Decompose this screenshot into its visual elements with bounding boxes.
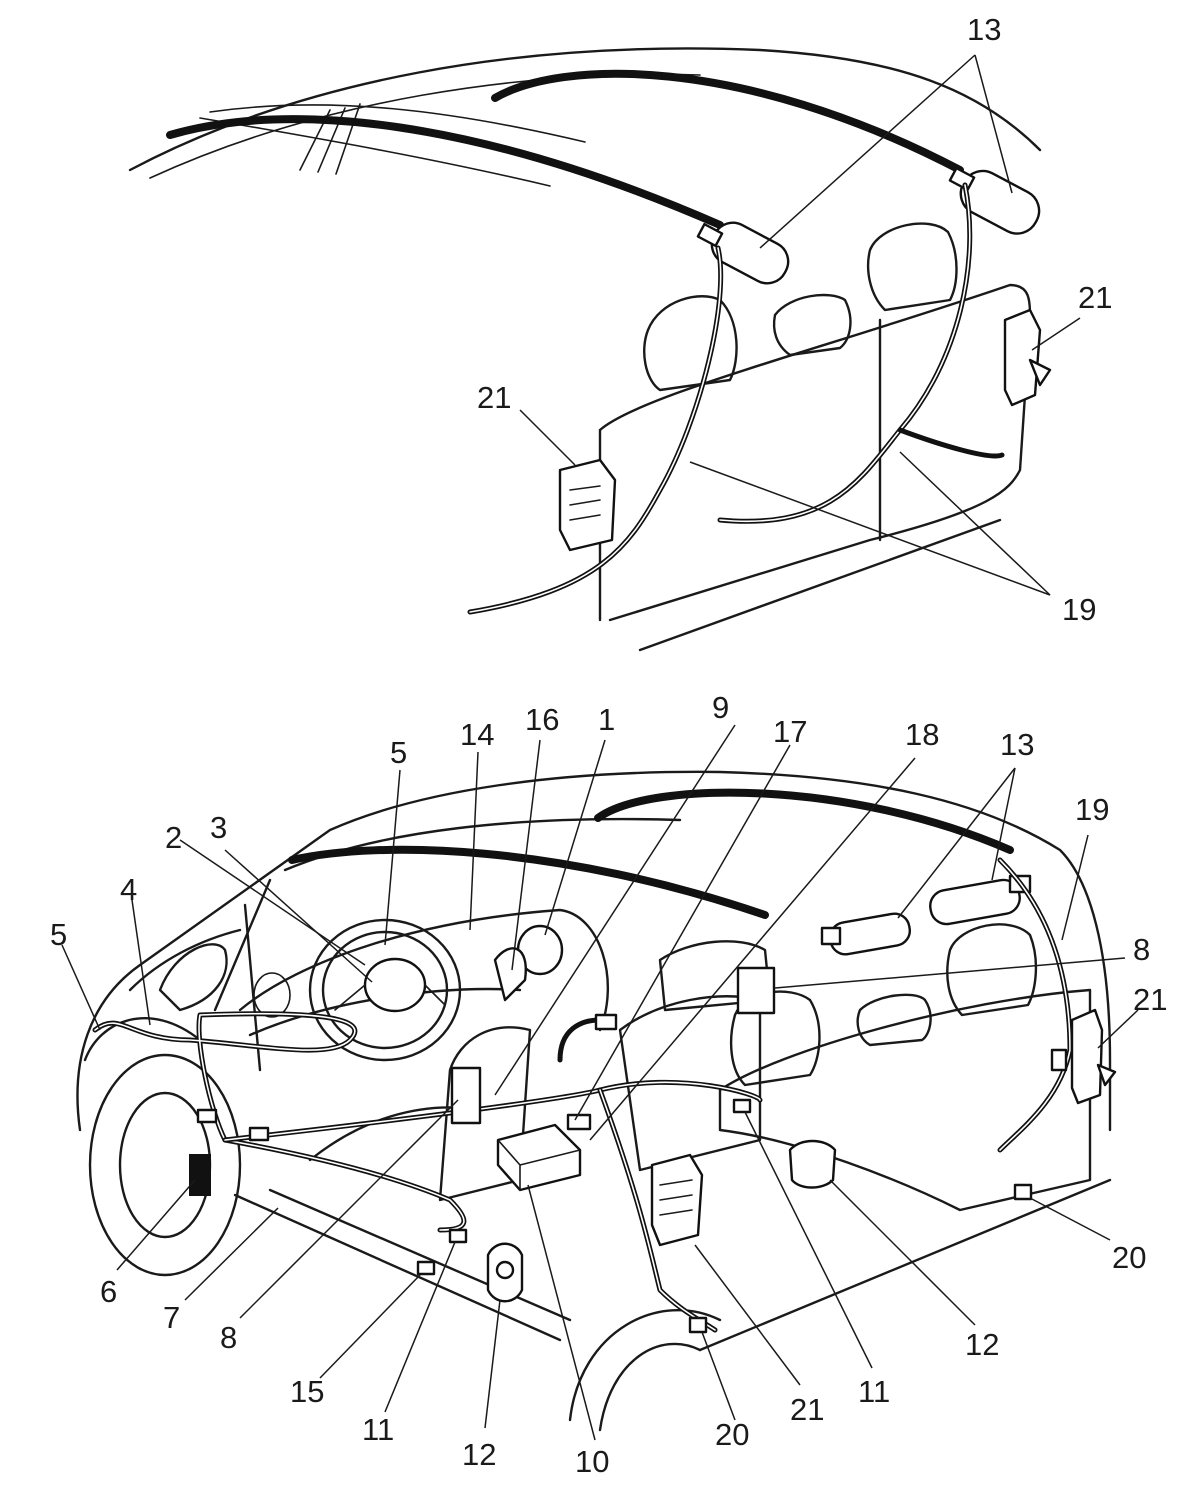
headrest-right-lower <box>946 923 1038 1017</box>
inflator-left-lower <box>820 912 911 956</box>
callout-21-lower-right: 21 <box>1133 982 1167 1017</box>
callout-7: 7 <box>163 1300 180 1335</box>
callout-19-upper: 19 <box>1062 592 1096 627</box>
callout-1: 1 <box>598 702 615 737</box>
connector-20-front <box>688 1316 708 1334</box>
roof-outline-upper <box>128 47 1042 172</box>
callout-4: 4 <box>120 872 137 907</box>
curtain-airbag-left-lower <box>288 845 769 919</box>
callout-20-right: 20 <box>1112 1240 1146 1275</box>
instrument-gauge <box>253 972 291 1018</box>
main-wiring-harness <box>92 1011 467 1233</box>
callout-5-left: 5 <box>50 917 67 952</box>
headrest-center-upper <box>772 293 852 357</box>
callout-15: 15 <box>290 1374 324 1409</box>
vehicle-body-outline <box>76 770 1112 1132</box>
side-airbag-left-upper <box>558 458 617 552</box>
callout-2: 2 <box>165 820 182 855</box>
inflator-right-upper <box>948 166 1041 235</box>
side-airbag-front-lower <box>650 1153 704 1247</box>
side-airbag-rear-lower <box>1070 1008 1117 1105</box>
headrest-left-upper <box>643 295 738 392</box>
driver-airbag-module <box>363 957 427 1013</box>
headrest-right-upper <box>866 222 958 312</box>
callout-21-lower-left: 21 <box>790 1392 824 1427</box>
curtain-airbag-right-lower <box>594 788 1014 854</box>
callout-8-left: 8 <box>220 1320 237 1355</box>
side-airbag-seat-8-rear <box>736 966 776 1015</box>
callout-13-lower: 13 <box>1000 727 1034 762</box>
callout-14: 14 <box>460 717 494 752</box>
sill-line <box>233 1178 1112 1352</box>
headrest-center-lower <box>856 993 932 1047</box>
callout-9: 9 <box>712 690 729 725</box>
callout-10: 10 <box>575 1444 609 1479</box>
side-airbag-seat-8 <box>450 1066 482 1125</box>
callout-12-left: 12 <box>462 1437 496 1472</box>
sensing-diagnostic-module <box>496 1123 582 1192</box>
inflator-left-upper <box>696 221 790 285</box>
curtain-airbag-left-upper <box>166 115 724 229</box>
callout-13-upper: 13 <box>967 12 1001 47</box>
side-mirror <box>158 943 228 1012</box>
callout-5-top: 5 <box>390 735 407 770</box>
rear-seat-lower <box>718 988 1092 1212</box>
side-airbag-right-upper <box>1003 308 1052 407</box>
callout-6: 6 <box>100 1274 117 1309</box>
connector-20-rear <box>1013 1183 1033 1201</box>
seatbelt-pretensioner-rear <box>788 1139 837 1189</box>
callout-17: 17 <box>773 714 807 749</box>
rear-wheel <box>568 1309 722 1432</box>
inflator-right-lower <box>929 874 1032 926</box>
seatbelt-pretensioner-front <box>486 1242 524 1303</box>
harness-left-upper <box>467 245 724 615</box>
callout-3: 3 <box>210 810 227 845</box>
callout-18: 18 <box>905 717 939 752</box>
callout-8-right: 8 <box>1133 932 1150 967</box>
vehicle-view: 5 14 16 1 9 17 18 13 19 3 2 4 5 8 21 6 7… <box>50 690 1167 1479</box>
connector-15 <box>416 1260 436 1276</box>
knee-airbag <box>493 947 527 1002</box>
curtain-airbag-right-upper <box>491 69 964 174</box>
front-impact-sensor <box>189 1154 211 1196</box>
connector-11-front <box>448 1228 468 1244</box>
rear-seat-view: 13 21 21 19 <box>128 12 1112 652</box>
callout-16: 16 <box>525 702 559 737</box>
callout-21-upper-right: 21 <box>1078 280 1112 315</box>
callout-21-upper-left: 21 <box>477 380 511 415</box>
callout-11-right: 11 <box>858 1374 890 1409</box>
callout-20-left: 20 <box>715 1417 749 1452</box>
connector-11-rear <box>732 1098 752 1114</box>
callout-11-left: 11 <box>362 1412 394 1447</box>
steering-wheel <box>308 918 462 1062</box>
callout-12-right: 12 <box>965 1327 999 1362</box>
front-wheel <box>83 1017 242 1277</box>
callout-19-lower: 19 <box>1075 792 1109 827</box>
